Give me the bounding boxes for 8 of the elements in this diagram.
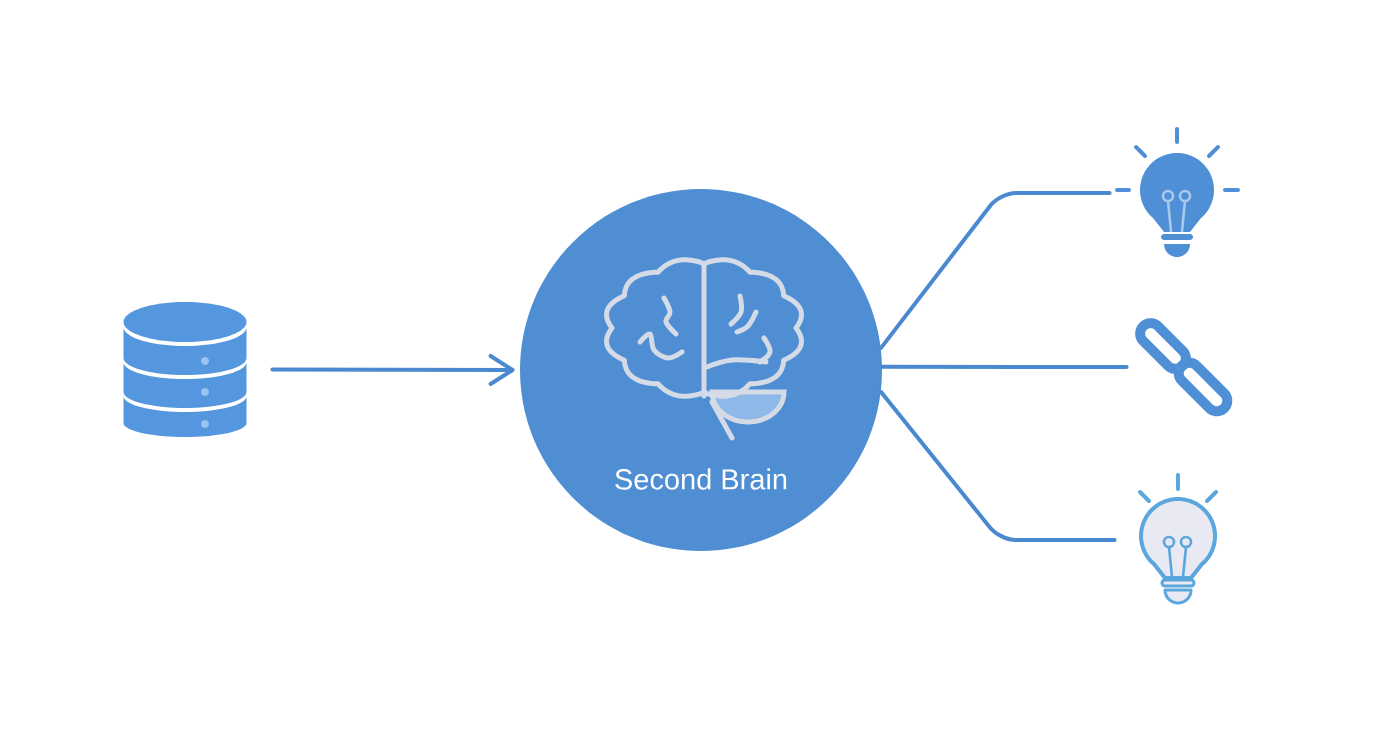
connector-line	[879, 191, 1112, 350]
arrow	[270, 353, 515, 386]
connector-line	[879, 390, 1117, 542]
lightbulb-icon	[1138, 473, 1218, 605]
connector-line	[880, 364, 1129, 369]
lightbulb-icon	[1115, 127, 1240, 257]
chain-link-icon	[1135, 318, 1233, 417]
database-icon	[123, 302, 247, 437]
